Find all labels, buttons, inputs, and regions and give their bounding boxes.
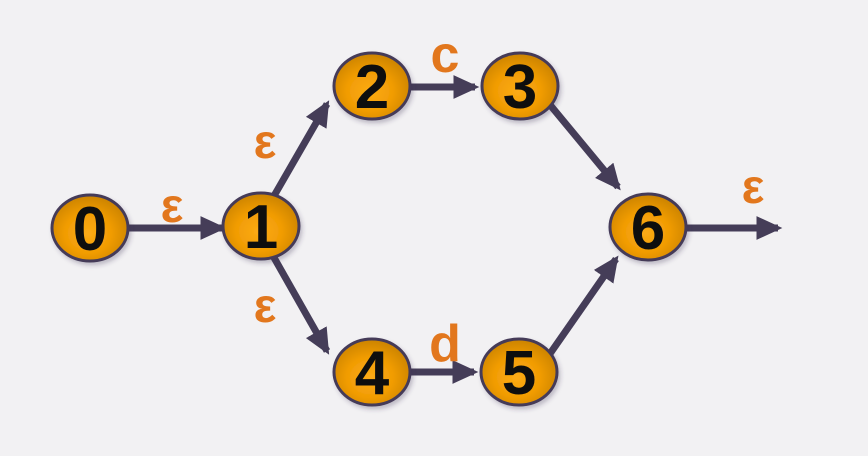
- state-label-5: 5: [502, 339, 536, 408]
- state-node-5: 5: [479, 337, 559, 408]
- state-node-1: 1: [221, 191, 301, 262]
- state-circle-3: [480, 51, 560, 121]
- state-circle-2: [332, 51, 412, 121]
- state-label-1: 1: [244, 193, 278, 262]
- edge-5-6: [544, 255, 619, 361]
- state-circle-1: [221, 191, 301, 261]
- state-node-0: 0: [50, 193, 130, 264]
- transition-label-2-3: c: [431, 26, 460, 84]
- transition-arrow-3-6: [543, 97, 621, 191]
- state-label-3: 3: [503, 53, 537, 122]
- transition-label-4-5: d: [429, 315, 461, 373]
- edge-2-3: c: [400, 26, 480, 99]
- state-node-4: 4: [332, 337, 412, 408]
- state-node-6: 6: [608, 192, 688, 263]
- transition-arrow-5-6: [544, 255, 619, 361]
- state-label-2: 2: [355, 53, 389, 122]
- state-node-2: 2: [332, 51, 412, 122]
- transition-label-1-4: ε: [254, 280, 277, 333]
- state-circle-0: [50, 193, 130, 263]
- state-circle-5: [479, 337, 559, 407]
- transition-label-0-1: ε: [161, 180, 184, 233]
- edge-3-6: [543, 97, 621, 191]
- state-circle-4: [332, 337, 412, 407]
- transition-label-1-2: ε: [254, 116, 277, 169]
- state-label-4: 4: [355, 339, 390, 408]
- edge-4-5: d: [400, 315, 479, 384]
- edge-6-exit: ε: [670, 161, 783, 240]
- state-circle-6: [608, 192, 688, 262]
- states: 0 1 2 3 4 5: [50, 51, 688, 408]
- state-label-0: 0: [73, 195, 107, 264]
- transition-label-6-exit: ε: [742, 161, 765, 214]
- edges: ε ε ε c d: [100, 26, 783, 384]
- state-label-6: 6: [631, 194, 665, 263]
- state-node-3: 3: [480, 51, 560, 122]
